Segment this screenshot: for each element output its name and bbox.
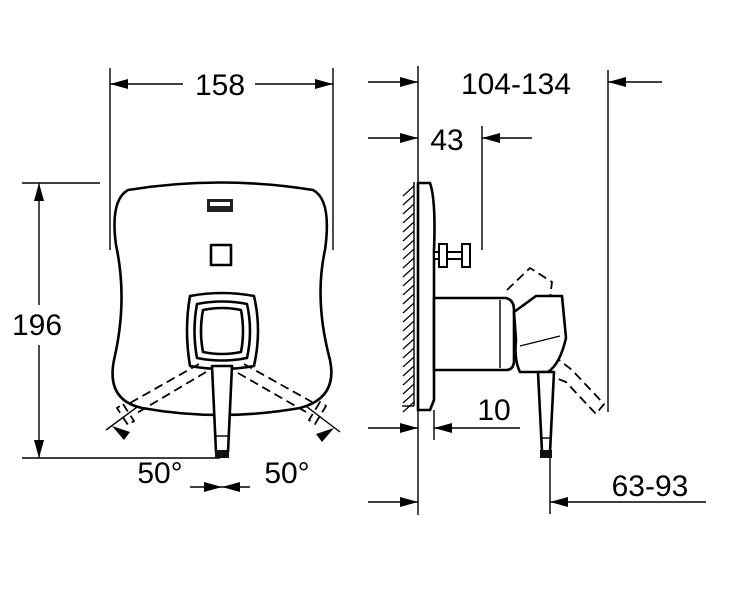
hatch-line [402,365,415,377]
lever-tip [215,450,229,458]
lever-hub-inner [199,306,245,356]
hatch-line [402,401,415,413]
dim-angle-left: 50° [137,457,182,490]
hatch-line [402,194,415,206]
hatch-line [402,257,415,269]
cover-plate-profile [416,181,436,412]
diverter-spindle [433,243,471,268]
hatch-line [402,212,415,224]
hatch-line [402,230,415,242]
dim-label-offset: 43 [430,124,463,157]
hatch-line [402,248,415,260]
hatch-line [402,185,415,197]
side-view: 104-134 43 [368,66,706,515]
hatch-line [402,392,415,404]
hatch-line [402,338,415,350]
lever-handle [210,364,234,454]
valve-body [432,296,516,372]
hatch-line [402,320,415,332]
hatch-line [402,266,415,278]
dim-label-recess: 10 [477,394,510,427]
dim-label-projection: 63-93 [612,470,689,503]
dim-width-158: 158 [109,64,334,250]
front-view: 158 196 [0,64,341,492]
hatch-line [402,311,415,323]
hatch-line [402,302,415,314]
dim-height-196: 196 [0,182,220,459]
hatch-line [402,221,415,233]
angle-label-left: 50° [137,457,182,490]
dim-angle-right: 50° [264,457,309,490]
lever-position-left-tip [115,402,136,427]
dim-label-depth: 104-134 [461,68,571,101]
dim-recess-10: 10 [368,394,520,440]
hatch-line [402,239,415,251]
lever-handle-side [536,370,556,454]
dim-projection-63-93: 63-93 [368,458,706,514]
hatch-line [402,329,415,341]
hatch-line [402,203,415,215]
dim-offset-43: 43 [368,124,532,250]
hatch-line [402,284,415,296]
diverter-button [209,243,233,267]
brand-logo-icon [207,199,233,212]
dim-label-width: 158 [195,69,245,102]
hatch-line [402,275,415,287]
handle-head [512,294,568,374]
hatch-line [402,374,415,386]
wall-hatch [402,182,415,413]
hatch-line [402,293,415,305]
lever-position-right-tip [307,400,328,426]
dim-depth-104-134: 104-134 [368,68,662,412]
dim-label-height: 196 [12,309,62,342]
lever-position-right [237,363,313,413]
hatch-line [402,383,415,395]
hatch-line [402,356,415,368]
angle-label-right: 50° [264,457,309,490]
hatch-line [402,347,415,359]
